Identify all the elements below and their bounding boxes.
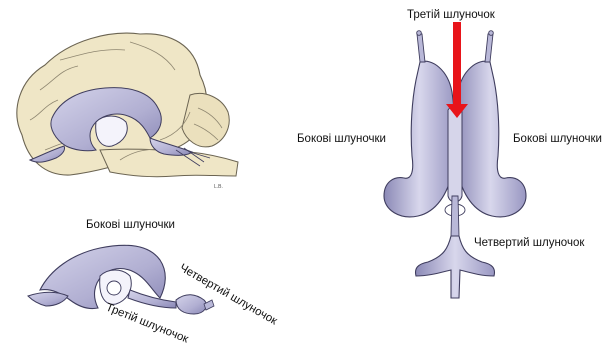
right-frontal-horn [485,34,493,62]
left-lateral-ventricle [384,61,455,217]
label-lateral-ventricles-right-b: Бокові шлуночки [513,134,602,146]
brain-illustration: L.B. [17,33,238,190]
temporal-horn [28,292,68,306]
third-ventricle-arrow-shaft [453,22,461,106]
aqueduct-dorsal [451,196,459,236]
ventricles-lateral-view [28,245,214,314]
label-third-ventricle-top: Третій шлуночок [407,10,495,22]
label-lateral-ventricles-left: Бокові шлуночки [86,220,175,232]
ventricles-dorsal-view [384,22,526,298]
fourth-ventricle-isolated [176,295,206,314]
label-fourth-ventricle-right: Четвертий шлуночок [474,238,584,250]
aqueduct [128,290,176,308]
left-frontal-horn [417,34,425,62]
cerebellum [182,94,229,147]
label-lateral-ventricles-right-a: Бокові шлуночки [297,134,386,146]
third-ventricle-dorsal [448,106,462,203]
artist-initials: L.B. [214,184,223,190]
